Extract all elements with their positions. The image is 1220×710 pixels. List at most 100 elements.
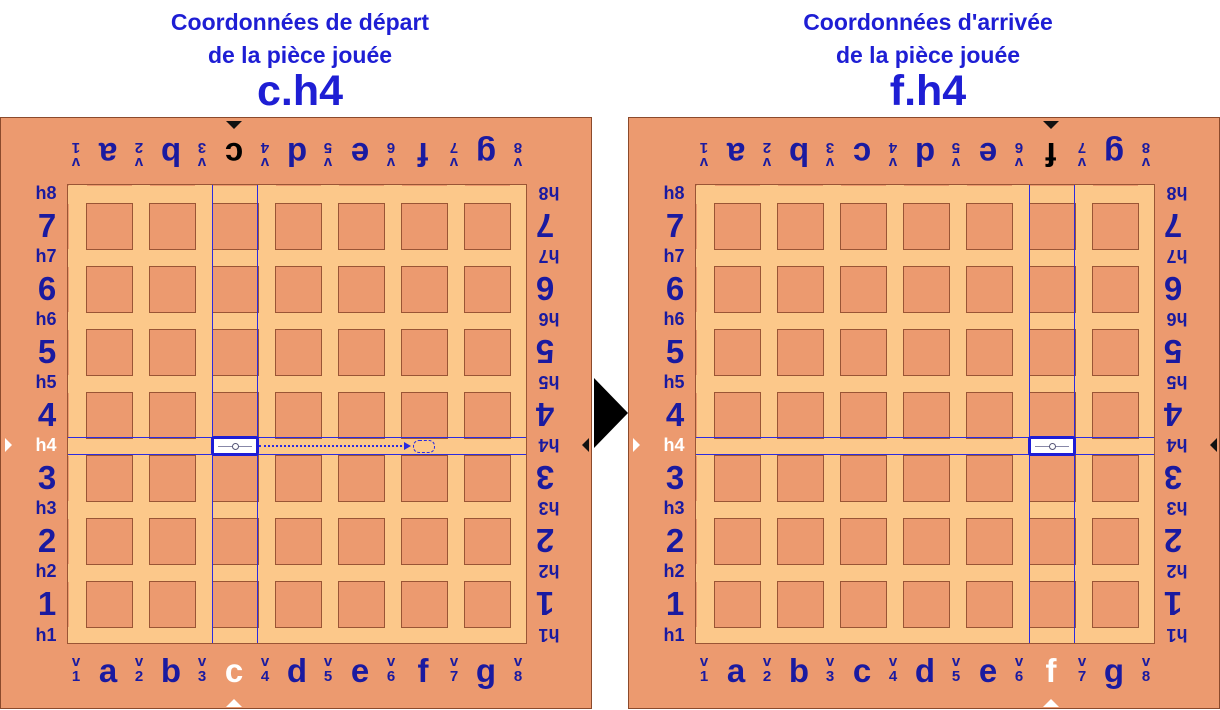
board-square[interactable] (966, 518, 1013, 565)
board-square[interactable] (966, 329, 1013, 376)
board-square[interactable] (464, 455, 511, 502)
board-square[interactable] (903, 266, 950, 313)
line-label-h2[interactable]: h2 (663, 561, 685, 581)
board-square[interactable] (149, 266, 196, 313)
board-square[interactable] (401, 581, 448, 628)
rank-label-right-5[interactable]: 5 (1163, 333, 1183, 370)
board-square[interactable] (714, 392, 761, 439)
column-label-top-g[interactable]: g (1103, 136, 1125, 173)
board-square[interactable] (464, 392, 511, 439)
column-label-top-c[interactable]: c (852, 136, 872, 173)
rank-label-7[interactable]: 7 (665, 207, 685, 244)
rank-label-right-7[interactable]: 7 (535, 207, 555, 244)
line-label-h8[interactable]: h8 (663, 183, 685, 203)
board-square[interactable] (966, 392, 1013, 439)
line-label-right-h4[interactable]: h4 (1166, 435, 1188, 455)
board-square[interactable] (903, 203, 950, 250)
column-label-top-f[interactable]: f (417, 136, 429, 173)
board-square[interactable] (149, 203, 196, 250)
board-square[interactable] (275, 266, 322, 313)
rank-label-2[interactable]: 2 (665, 522, 685, 559)
board-square[interactable] (840, 329, 887, 376)
board-square[interactable] (714, 581, 761, 628)
line-label-h6[interactable]: h6 (35, 309, 57, 329)
rank-label-right-4[interactable]: 4 (1163, 396, 1183, 433)
line-label-right-h6[interactable]: h6 (1166, 309, 1188, 329)
line-label-right-h4[interactable]: h4 (538, 435, 560, 455)
column-label-b[interactable]: b (788, 652, 810, 689)
line-label-h5[interactable]: h5 (35, 372, 57, 392)
line-label-right-h3[interactable]: h3 (538, 498, 560, 518)
board-square[interactable] (464, 203, 511, 250)
board-square[interactable] (401, 266, 448, 313)
rank-label-right-6[interactable]: 6 (1163, 270, 1183, 307)
board-square[interactable] (714, 329, 761, 376)
rank-label-5[interactable]: 5 (37, 333, 57, 370)
board-square[interactable] (1092, 329, 1139, 376)
board-square[interactable] (338, 203, 385, 250)
line-label-h4[interactable]: h4 (663, 435, 685, 455)
board-square[interactable] (464, 581, 511, 628)
played-piece[interactable] (1028, 436, 1076, 456)
board-square[interactable] (86, 581, 133, 628)
line-label-h7[interactable]: h7 (35, 246, 57, 266)
board-square[interactable] (966, 203, 1013, 250)
board-square[interactable] (777, 518, 824, 565)
line-label-right-h1[interactable]: h1 (1166, 625, 1188, 645)
column-label-c[interactable]: c (852, 652, 872, 689)
board-square[interactable] (275, 518, 322, 565)
board-square[interactable] (275, 329, 322, 376)
rank-label-right-1[interactable]: 1 (1163, 585, 1183, 622)
board-square[interactable] (338, 266, 385, 313)
board-square[interactable] (275, 392, 322, 439)
board-square[interactable] (714, 455, 761, 502)
rank-label-3[interactable]: 3 (665, 459, 685, 496)
board-square[interactable] (275, 455, 322, 502)
column-label-g[interactable]: g (475, 652, 497, 689)
board-square[interactable] (86, 392, 133, 439)
rank-label-right-3[interactable]: 3 (1163, 459, 1183, 496)
rank-label-6[interactable]: 6 (665, 270, 685, 307)
column-label-d[interactable]: d (914, 652, 936, 689)
board-square[interactable] (86, 329, 133, 376)
board-square[interactable] (903, 329, 950, 376)
line-label-h3[interactable]: h3 (663, 498, 685, 518)
line-label-right-h8[interactable]: h8 (1166, 183, 1188, 203)
line-label-right-h5[interactable]: h5 (538, 372, 560, 392)
board-square[interactable] (86, 455, 133, 502)
rank-label-right-2[interactable]: 2 (535, 522, 555, 559)
board-square[interactable] (777, 266, 824, 313)
board-square[interactable] (338, 581, 385, 628)
board-square[interactable] (464, 329, 511, 376)
line-label-right-h5[interactable]: h5 (1166, 372, 1188, 392)
board-square[interactable] (903, 581, 950, 628)
column-label-top-d[interactable]: d (286, 136, 308, 173)
board-square[interactable] (777, 329, 824, 376)
board-square[interactable] (966, 455, 1013, 502)
line-label-h6[interactable]: h6 (663, 309, 685, 329)
column-label-a[interactable]: a (98, 652, 118, 689)
board-square[interactable] (149, 392, 196, 439)
board-square[interactable] (903, 455, 950, 502)
board-square[interactable] (1092, 203, 1139, 250)
line-label-h2[interactable]: h2 (35, 561, 57, 581)
board-square[interactable] (840, 518, 887, 565)
board-square[interactable] (903, 518, 950, 565)
column-label-top-a[interactable]: a (726, 136, 746, 173)
board-square[interactable] (714, 518, 761, 565)
board-square[interactable] (338, 392, 385, 439)
board-square[interactable] (840, 455, 887, 502)
board-square[interactable] (1092, 581, 1139, 628)
board-square[interactable] (464, 518, 511, 565)
column-label-f[interactable]: f (417, 652, 429, 689)
column-label-top-b[interactable]: b (788, 136, 810, 173)
line-label-right-h8[interactable]: h8 (538, 183, 560, 203)
column-label-d[interactable]: d (286, 652, 308, 689)
board-square[interactable] (86, 518, 133, 565)
rank-label-7[interactable]: 7 (37, 207, 57, 244)
board-square[interactable] (840, 392, 887, 439)
column-label-top-a[interactable]: a (98, 136, 118, 173)
board-square[interactable] (1092, 266, 1139, 313)
board-square[interactable] (777, 581, 824, 628)
column-label-top-e[interactable]: e (978, 136, 998, 173)
